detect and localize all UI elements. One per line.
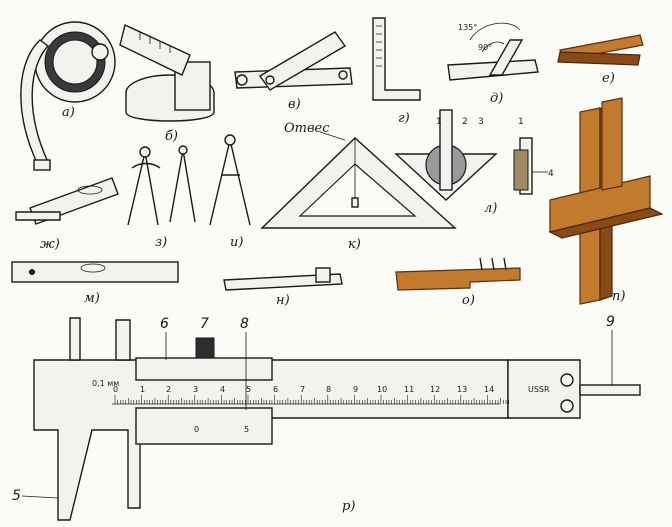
label-o: о)	[462, 293, 475, 308]
scale-10: 10	[377, 385, 387, 394]
label-g: г)	[398, 111, 410, 126]
wooden-cross-joint	[548, 97, 664, 305]
square-part-2: 2	[462, 117, 468, 127]
vernier-5: 5	[244, 425, 249, 434]
plumb-triangle	[260, 131, 457, 229]
label-i: и)	[230, 235, 243, 250]
angle-90: 90°	[478, 43, 492, 52]
label-m: м)	[84, 291, 100, 306]
part-9: 9	[606, 314, 615, 330]
tape-measure	[20, 21, 116, 171]
square-part-1a: 1	[436, 117, 442, 127]
scale-0: 0	[113, 385, 118, 394]
marking-gauge	[223, 267, 343, 291]
vernier-0: 0	[194, 425, 199, 434]
part-5: 5	[12, 488, 21, 504]
square-part-4: 4	[548, 169, 554, 179]
scale-9: 9	[353, 385, 358, 394]
scale-4: 4	[220, 385, 225, 394]
label-r: р)	[342, 499, 355, 514]
precision-value: 0,1 мм	[92, 379, 119, 388]
label-zh: ж)	[40, 237, 60, 252]
scale-14: 14	[484, 385, 494, 394]
plumb-label: Отвес	[284, 121, 330, 136]
scale-8: 8	[326, 385, 331, 394]
square-part-1b: 1	[518, 117, 524, 127]
caliper-ticks	[114, 395, 509, 404]
compass	[209, 134, 251, 226]
hinged-rule	[234, 31, 353, 91]
wooden-marking-gauge	[395, 257, 521, 291]
label-d: д)	[490, 91, 503, 106]
label-l: л)	[484, 201, 497, 216]
label-e: е)	[602, 71, 615, 86]
wooden-bevel	[557, 34, 644, 66]
label-b: б)	[165, 129, 178, 144]
scale-5: 5	[246, 385, 251, 394]
label-n: н)	[276, 293, 290, 308]
scale-2: 2	[166, 385, 171, 394]
scale-11: 11	[404, 385, 414, 394]
part-8: 8	[240, 316, 249, 332]
square-part-3: 3	[478, 117, 484, 127]
scale-13: 13	[457, 385, 467, 394]
combination-square	[394, 109, 548, 201]
scale-3: 3	[193, 385, 198, 394]
maker-mark: USSR	[528, 385, 550, 394]
scale-6: 6	[273, 385, 278, 394]
label-p: п)	[612, 289, 625, 304]
try-square	[372, 17, 421, 101]
scale-1: 1	[140, 385, 145, 394]
spirit-level	[11, 261, 179, 283]
angle-135: 135°	[458, 23, 477, 32]
label-k: к)	[348, 237, 361, 252]
caliper-scale: 0 1 2 3 4 5 6 7 8 9 10 11 12 13 14 0 5	[113, 385, 494, 434]
dividers-pair	[127, 145, 196, 226]
vernier-caliper	[33, 317, 641, 521]
folding-ruler-coil	[119, 24, 215, 122]
label-z: з)	[155, 235, 167, 250]
scale-12: 12	[430, 385, 440, 394]
part-6: 6	[160, 316, 169, 332]
mitre-gauge	[447, 22, 539, 81]
spirit-bevel	[15, 177, 119, 225]
part-7: 7	[200, 316, 209, 332]
label-a: а)	[62, 105, 75, 120]
label-v: в)	[288, 97, 301, 112]
scale-7: 7	[300, 385, 305, 394]
